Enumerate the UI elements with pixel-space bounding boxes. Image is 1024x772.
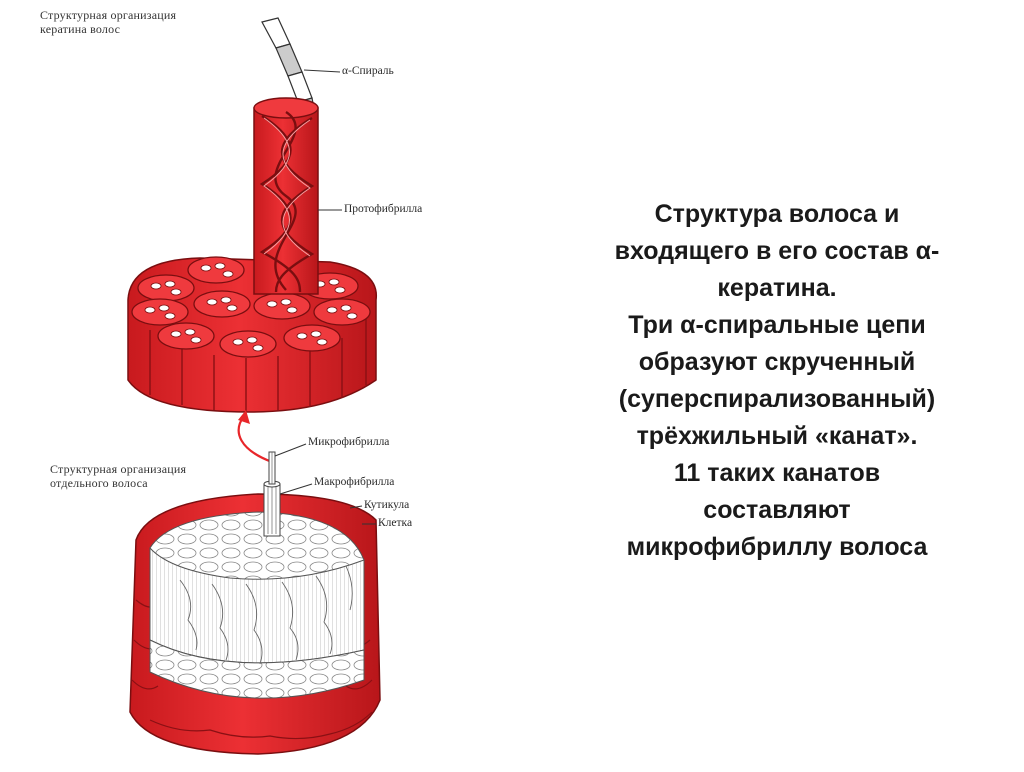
caption-bottom-line-2: отдельного волоса — [50, 476, 148, 490]
protofibril-bundle — [127, 256, 377, 413]
label-protofibril: Протофибрилла — [344, 203, 423, 215]
label-macrofibril: Макрофибрилла — [314, 476, 395, 488]
caption-hair-structure: Структурная организация отдельного волос… — [50, 462, 186, 490]
connector-arrow — [237, 410, 273, 464]
description-line: кератина. — [717, 274, 837, 302]
caption-bottom-line-1: Структурная организация — [50, 462, 187, 476]
description-line: Структура волоса и — [654, 200, 900, 228]
caption-top-line-2: кератина волос — [40, 22, 121, 36]
description-line: 11 таких канатов — [673, 459, 881, 487]
label-microfibril: Микрофибрилла — [308, 436, 390, 448]
diagram-illustration — [127, 17, 381, 755]
leader-lines-bottom — [274, 443, 376, 525]
description-line: (суперспирализованный) — [618, 385, 936, 413]
hair-structure-diagram: Структурная организация кератина волос С… — [40, 8, 423, 755]
caption-top-line-1: Структурная организация — [40, 8, 177, 22]
hair-cross-section — [129, 451, 381, 755]
description-line: входящего в его состав α- — [614, 237, 940, 265]
description-line: микрофибриллу волоса — [626, 533, 928, 561]
description-line: составляют — [703, 496, 851, 524]
label-cell: Клетка — [378, 517, 413, 529]
label-cuticle: Кутикула — [364, 499, 410, 511]
protofibril-column — [253, 97, 319, 295]
leader-lines-top — [303, 69, 342, 211]
description-line: трёхжильный «канат». — [636, 422, 918, 450]
description-line: Три α-спиральные цепи — [628, 311, 926, 339]
caption-keratin-structure: Структурная организация кератина волос — [40, 8, 176, 36]
description-text: Структура волоса и входящего в его соста… — [548, 196, 1006, 566]
description-line: образуют скрученный — [638, 348, 916, 376]
label-alpha-spiral: α-Спираль — [342, 65, 394, 77]
